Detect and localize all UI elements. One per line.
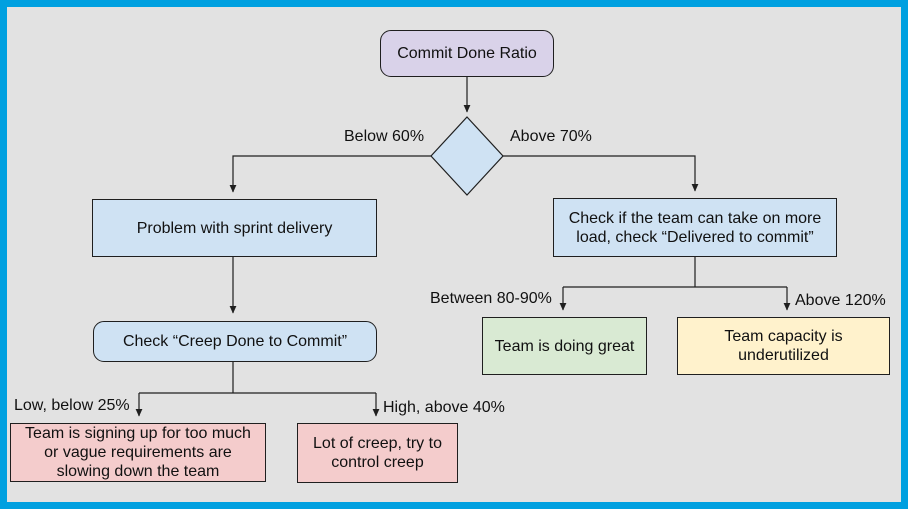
edge-label-above-120: Above 120%	[795, 292, 886, 309]
edge-checkcreep-split	[139, 362, 376, 394]
node-problem-sprint-delivery: Problem with sprint delivery	[92, 199, 377, 257]
node-team-capacity-underutilized: Team capacity is underutilized	[677, 317, 890, 375]
edge-label-below-60: Below 60%	[344, 128, 425, 145]
edge-label-high-above-40: High, above 40%	[383, 399, 505, 416]
edge-label-above-70: Above 70%	[510, 128, 592, 145]
decision-diamond	[430, 116, 504, 196]
node-check-delivered-to-commit: Check if the team can take on more load,…	[553, 198, 837, 257]
node-team-doing-great: Team is doing great	[482, 317, 647, 375]
node-team-capacity-underutilized-label: Team capacity is underutilized	[724, 328, 843, 364]
edge-decision-to-problem	[229, 155, 431, 193]
node-commit-done-ratio: Commit Done Ratio	[380, 30, 554, 77]
node-lot-of-creep: Lot of creep, try to control creep	[297, 423, 458, 483]
node-check-creep-done-to-commit: Check “Creep Done to Commit”	[93, 321, 377, 362]
edge-label-low-below-25: Low, below 25%	[14, 397, 130, 414]
edge-label-between-80-90: Between 80-90%	[430, 290, 552, 307]
node-team-signing-up-too-much: Team is signing up for too much or vague…	[10, 423, 266, 482]
node-check-delivered-to-commit-label: Check if the team can take on more load,…	[568, 209, 822, 246]
edge-delivered-split	[563, 257, 787, 288]
node-team-doing-great-label: Team is doing great	[494, 337, 635, 355]
node-team-signing-up-too-much-label: Team is signing up for too much or vague…	[25, 425, 251, 480]
edge-decision-to-delivered	[503, 155, 699, 192]
node-lot-of-creep-label: Lot of creep, try to control creep	[313, 435, 442, 471]
node-check-creep-done-to-commit-label: Check “Creep Done to Commit”	[122, 333, 348, 350]
node-commit-done-ratio-label: Commit Done Ratio	[397, 45, 537, 62]
node-problem-sprint-delivery-label: Problem with sprint delivery	[136, 219, 333, 237]
